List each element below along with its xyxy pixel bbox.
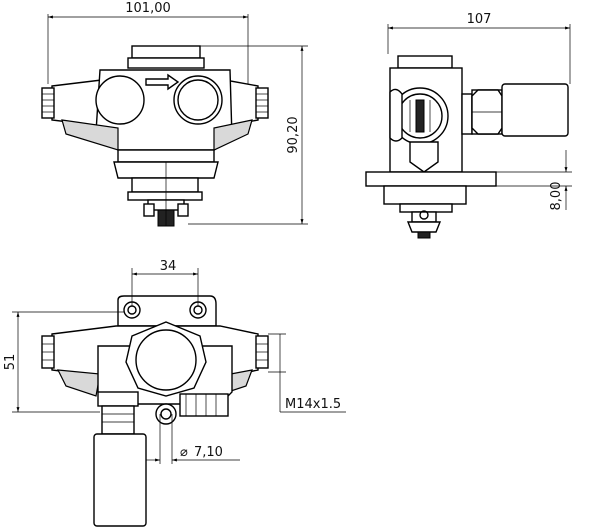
bottom-view: 34 51 M14x1.5 ⌀ 7,10 [3,259,346,527]
flow-arrow-icon [145,73,180,91]
dim-hole-diameter: 7,10 [194,445,223,460]
dim-port-spacing: 34 [160,259,177,274]
bottom-right-port-nut [255,335,269,369]
bottom-left-port-nut [41,335,55,369]
front-view: 101,00 90,20 [41,1,308,227]
dim-top-width: 101,00 [125,1,171,16]
dim-hole-diameter-symbol: ⌀ [180,445,188,460]
dim-top-height: 90,20 [286,116,301,153]
right-port-nut [255,87,269,119]
dim-side-width: 107 [467,12,492,27]
left-port-nut [41,87,55,119]
side-view: 107 8,00 [365,12,572,239]
dim-bottom-height: 51 [3,354,18,371]
dim-side-offset: 8,00 [549,182,564,211]
dim-thread: M14x1.5 [285,397,341,412]
